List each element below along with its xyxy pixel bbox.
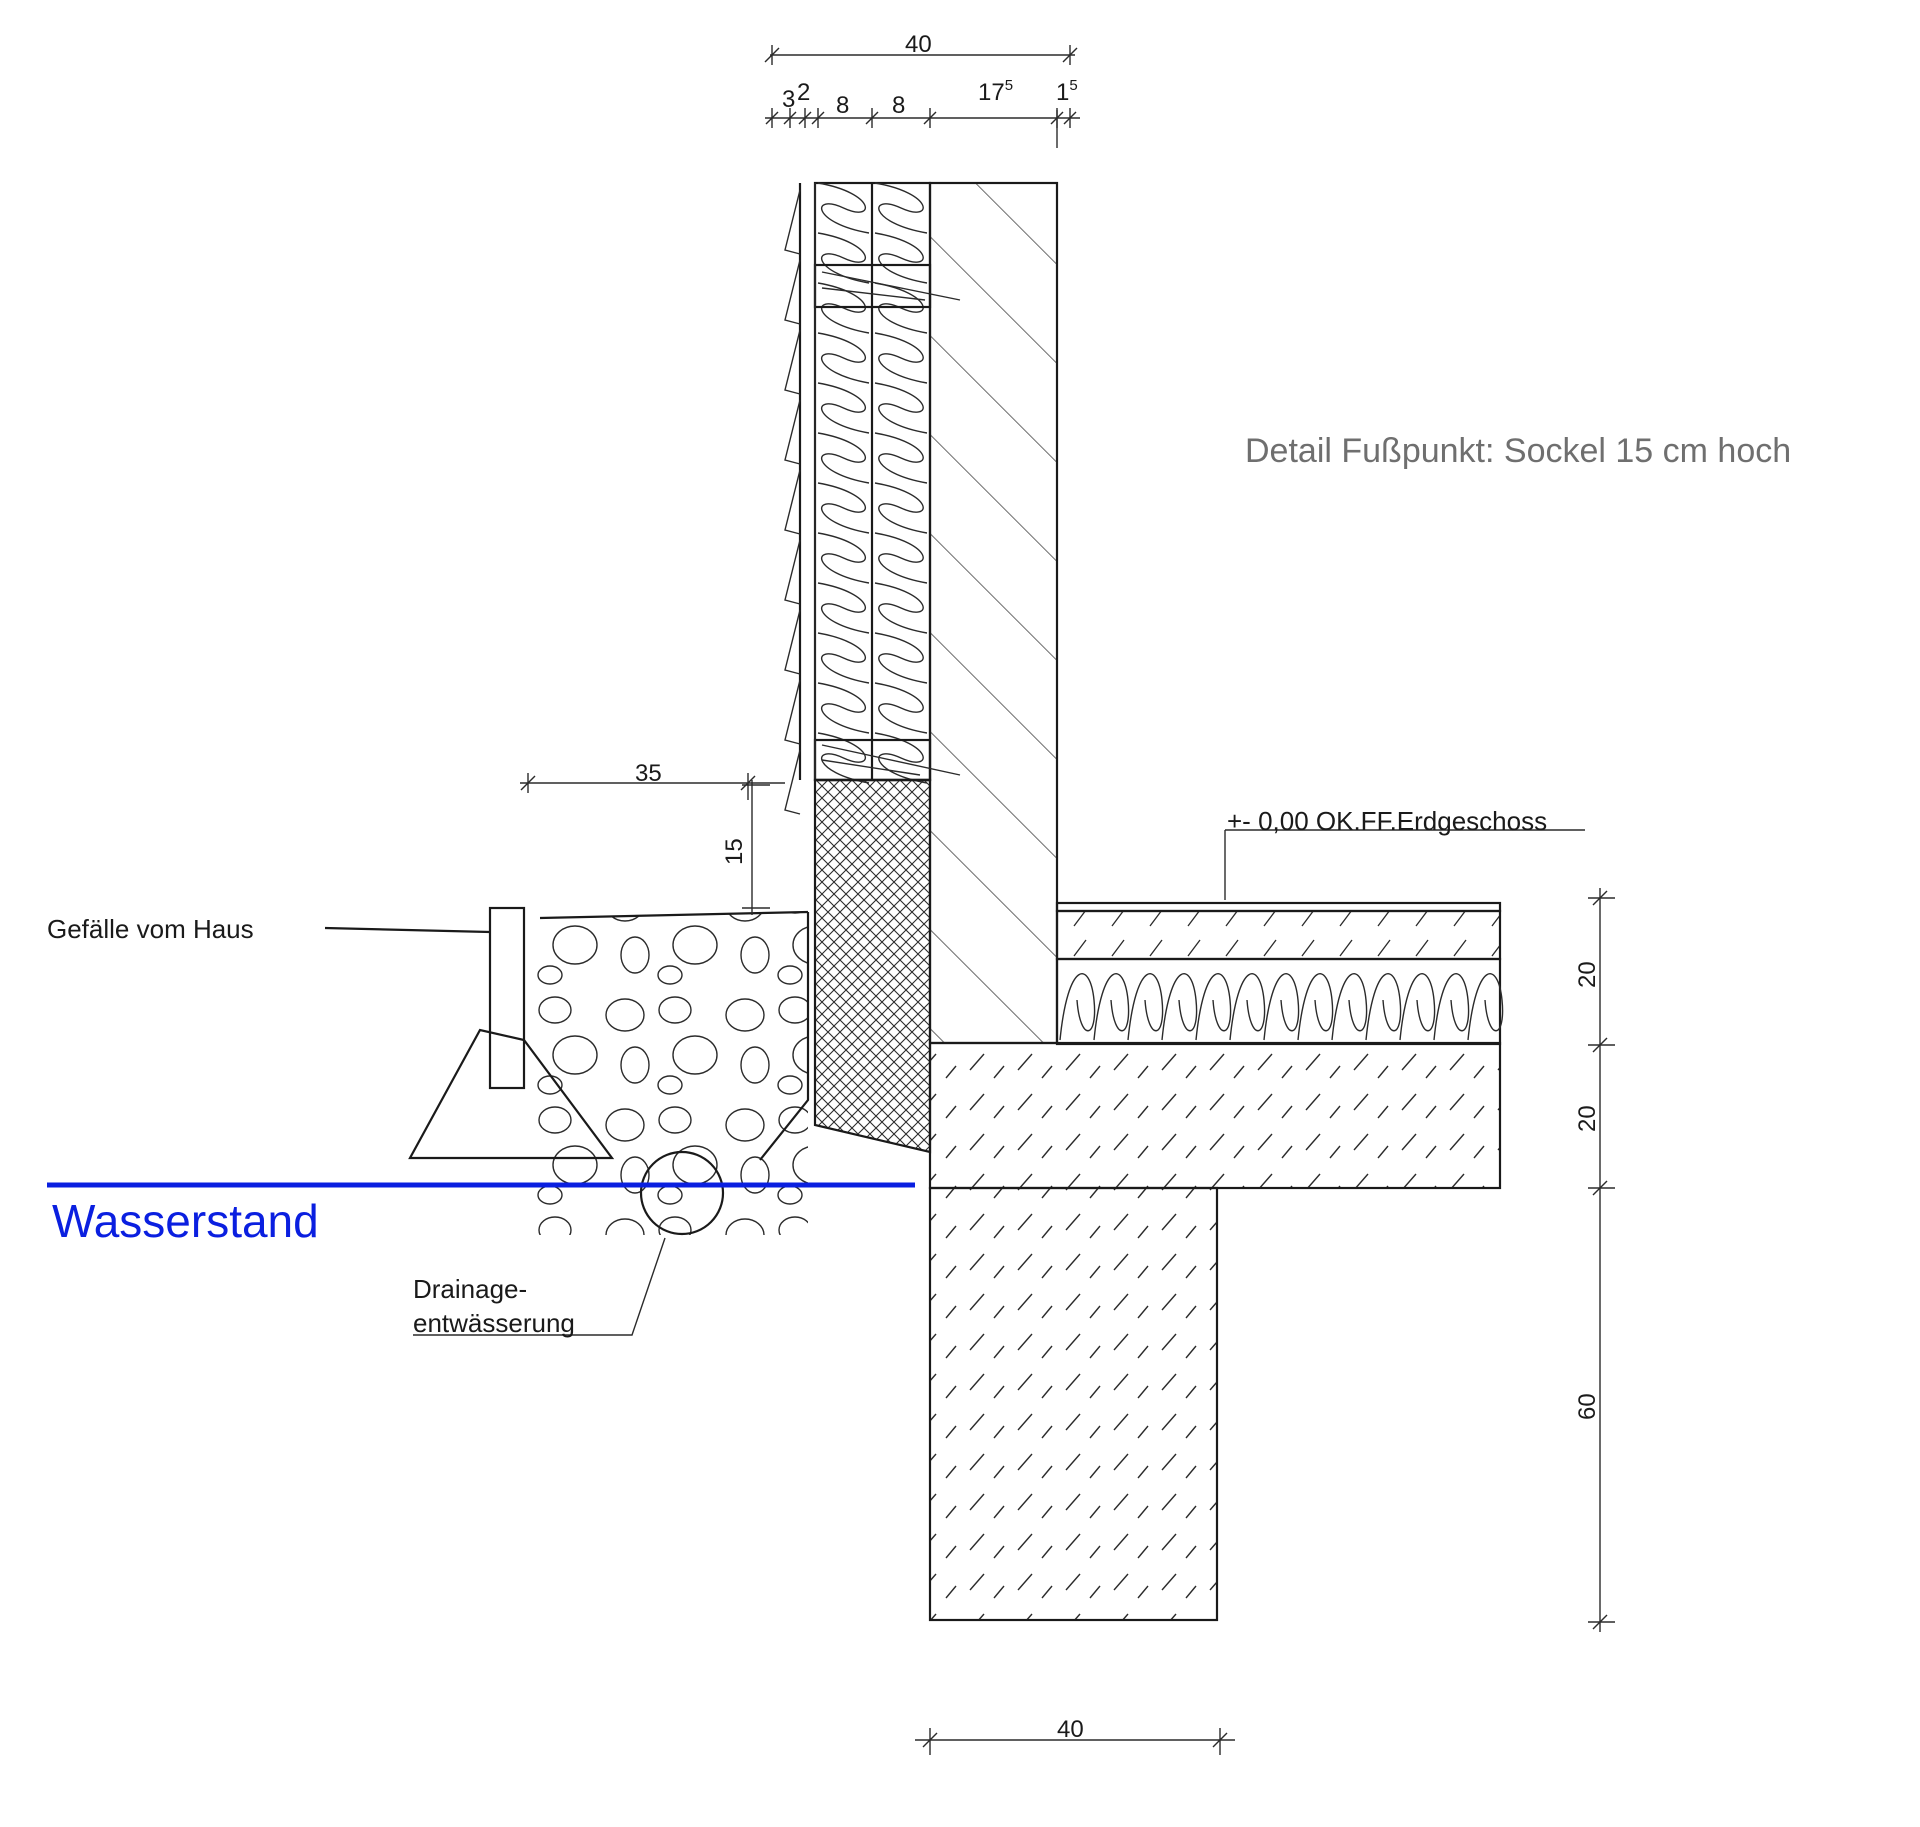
shingle <box>784 189 801 255</box>
drainage-label-line1: Drainage- <box>413 1274 527 1304</box>
dim-overhang: 35 <box>635 760 662 787</box>
floor-insulation-symbol <box>1059 973 1504 1041</box>
dim-top-part-6: 15 <box>1056 77 1078 106</box>
shingle <box>784 469 801 535</box>
dim-plinth-height: 15 <box>721 838 748 865</box>
dim-top-total: 40 <box>905 31 932 58</box>
shingle <box>784 399 801 465</box>
strip-foundation <box>928 1186 1219 1622</box>
dim-floor-build-up: 20 <box>1574 961 1601 988</box>
dim-top-part-2: 2 <box>797 79 810 106</box>
dimension-tick-slash <box>923 111 937 125</box>
shingle <box>784 259 801 325</box>
drainage-label-line2: entwässerung <box>413 1308 575 1338</box>
dimension-tick-slash <box>865 111 879 125</box>
slope-label: Gefälle vom Haus <box>47 914 254 944</box>
drainage-pipe <box>413 1150 725 1336</box>
shingle <box>784 539 801 605</box>
dimension-tick-slash <box>783 111 797 125</box>
dim-slab: 20 <box>1574 1105 1601 1132</box>
dim-foundation-depth: 60 <box>1574 1393 1601 1420</box>
floor-build-up <box>1055 901 1504 1046</box>
plinth-insulation <box>813 778 932 1154</box>
edge-stone <box>324 906 615 1160</box>
dim-top-part-1: 3 <box>782 86 795 113</box>
dimension-tick-slash <box>765 111 779 125</box>
gravel-backfill <box>530 910 810 1235</box>
shingle <box>784 679 801 745</box>
floor-level-label: +- 0,00 OK.FF.Erdgeschoss <box>1227 806 1547 836</box>
dimension-tick-slash <box>1063 111 1077 125</box>
dim-top-part-3: 8 <box>836 92 849 119</box>
dimension-lines <box>520 45 1615 1755</box>
shingle <box>784 609 801 675</box>
dimension-tick-slash <box>811 111 825 125</box>
wall-masonry <box>928 181 1059 1045</box>
insulation-batt-symbol <box>874 182 928 784</box>
facade-cladding <box>784 183 816 815</box>
dim-top-part-5: 175 <box>978 77 1013 106</box>
base-slab <box>928 1041 1502 1190</box>
shingle <box>784 329 801 395</box>
dim-foundation-width: 40 <box>1057 1716 1084 1743</box>
shingle <box>784 749 801 815</box>
drawing-title: Detail Fußpunkt: Sockel 15 cm hoch <box>1245 432 1791 470</box>
dimension-tick-slash <box>798 111 812 125</box>
water-level-label: Wasserstand <box>52 1195 319 1247</box>
dim-top-part-4: 8 <box>892 92 905 119</box>
